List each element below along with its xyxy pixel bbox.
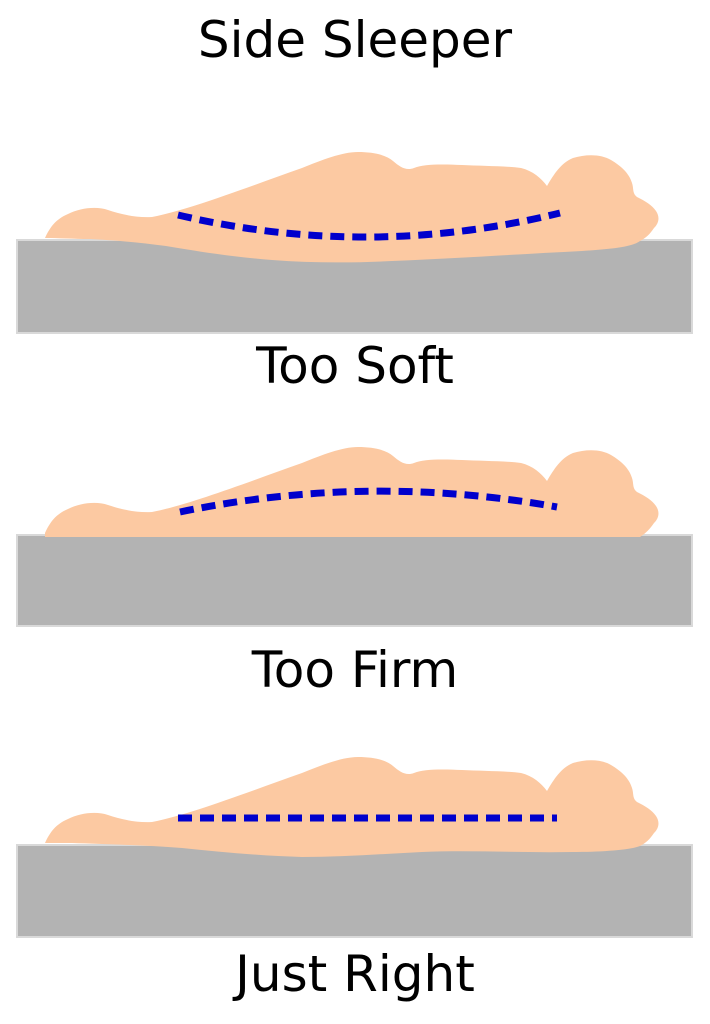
spine-line-sagging: [177, 209, 561, 241]
body-silhouette-too-soft: [45, 152, 659, 263]
panel-label-just-right: Just Right: [235, 945, 475, 1003]
panel-label-too-soft: Too Soft: [256, 337, 454, 395]
mattress-just-right: [16, 844, 693, 938]
panel-too-firm-figure: [16, 447, 693, 627]
panel-label-too-firm: Too Firm: [251, 641, 459, 699]
panel-too-soft-figure: [16, 152, 693, 334]
spine-line-arched: [179, 487, 558, 516]
panel-just-right-figure: [16, 757, 693, 938]
body-silhouette-too-firm: [45, 447, 659, 537]
body-silhouette-just-right: [45, 757, 659, 857]
diagram-title: Side Sleeper: [197, 11, 513, 69]
mattress-too-firm: [16, 534, 693, 627]
